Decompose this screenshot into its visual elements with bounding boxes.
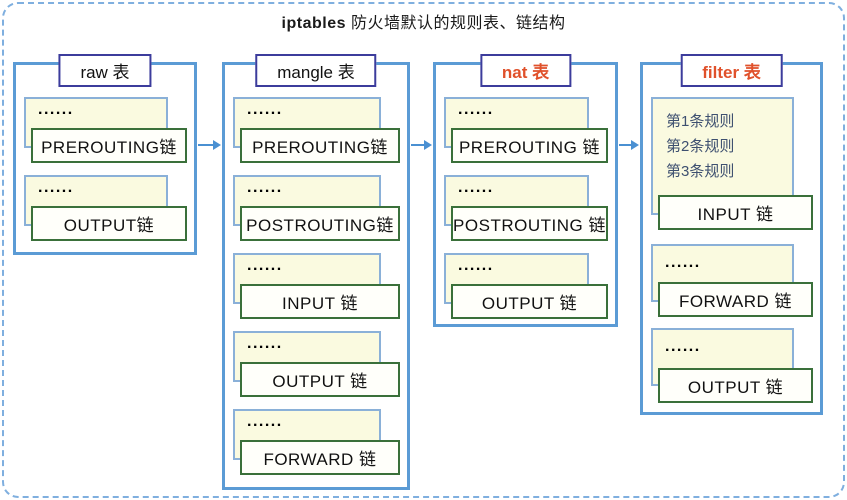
chain-label: OUTPUT 链: [687, 378, 784, 397]
table-column-nat: nat 表 ...... PREROUTING 链 ...... POSTROU…: [433, 54, 618, 327]
chain-label: OUTPUT 链: [272, 372, 368, 391]
rule-line: 第2条规则: [666, 138, 735, 155]
chain-label: POSTROUTING链: [246, 216, 394, 235]
chain-label: FORWARD 链: [678, 292, 793, 311]
mangle-forward-chain-box: FORWARD 链: [240, 440, 400, 475]
table-header-label: nat 表: [501, 63, 550, 82]
chain-label: OUTPUT链: [63, 216, 155, 235]
right-arrow-icon: [198, 140, 221, 150]
raw-prerouting-chain-box: PREROUTING链: [31, 128, 187, 163]
ellipsis-label: ......: [247, 179, 283, 196]
chain-stack-card: ......: [444, 253, 589, 304]
raw-output-chain-box: OUTPUT链: [31, 206, 187, 241]
chain-label: POSTROUTING 链: [453, 216, 606, 235]
mangle-postrouting-chain-box: POSTROUTING链: [240, 206, 400, 241]
rule-line: 第3条规则: [666, 163, 735, 180]
mangle-prerouting-chain-box: PREROUTING链: [240, 128, 400, 163]
title-brand: iptables: [281, 15, 346, 32]
nat-postrouting-chain-box: POSTROUTING 链: [451, 206, 608, 241]
title-text: 防火墙默认的规则表、链结构: [346, 15, 566, 32]
right-arrow-icon: [411, 140, 432, 150]
mangle-input-chain-box: INPUT 链: [240, 284, 400, 319]
rule-line: 第1条规则: [666, 113, 735, 130]
filter-forward-chain-box: FORWARD 链: [658, 282, 813, 317]
nat-prerouting-chain-box: PREROUTING 链: [451, 128, 608, 163]
ellipsis-label: ......: [247, 101, 283, 118]
table-header-nat: nat 表: [479, 54, 572, 87]
ellipsis-label: ......: [38, 101, 74, 118]
ellipsis-label: ......: [665, 254, 701, 271]
table-column-mangle: mangle 表 ...... PREROUTING链 ...... POSTR…: [222, 54, 410, 490]
ellipsis-label: ......: [38, 179, 74, 196]
table-column-filter: filter 表 第1条规则 第2条规则 第3条规则 ...... INPUT …: [640, 54, 823, 415]
chain-label: INPUT 链: [282, 294, 358, 313]
table-header-label: mangle 表: [277, 63, 355, 82]
table-column-raw: raw 表 ...... PREROUTING链 ...... OUTPUT链: [13, 54, 197, 255]
table-header-label: filter 表: [702, 63, 761, 82]
table-header-label: raw 表: [80, 63, 130, 82]
ellipsis-label: ......: [247, 335, 283, 352]
ellipsis-label: ......: [458, 101, 494, 118]
chain-label: OUTPUT 链: [481, 294, 578, 313]
nat-output-chain-box: OUTPUT 链: [451, 284, 608, 319]
chain-label: PREROUTING 链: [458, 138, 601, 157]
chain-label: PREROUTING链: [41, 138, 177, 157]
rule-list: 第1条规则 第2条规则 第3条规则: [666, 109, 734, 184]
right-arrow-icon: [619, 140, 639, 150]
table-header-filter: filter 表: [680, 54, 783, 87]
ellipsis-label: ......: [247, 257, 283, 274]
chain-label: INPUT 链: [697, 205, 774, 224]
ellipsis-label: ......: [665, 338, 701, 355]
diagram-title: iptables 防火墙默认的规则表、链结构: [0, 9, 847, 33]
table-header-raw: raw 表: [58, 54, 152, 87]
ellipsis-label: ......: [458, 179, 494, 196]
filter-output-chain-box: OUTPUT 链: [658, 368, 813, 403]
chain-label: FORWARD 链: [263, 450, 377, 469]
filter-input-chain-box: INPUT 链: [658, 195, 813, 230]
chain-label: PREROUTING链: [252, 138, 388, 157]
ellipsis-label: ......: [247, 413, 283, 430]
table-header-mangle: mangle 表: [255, 54, 377, 87]
ellipsis-label: ......: [458, 257, 494, 274]
mangle-output-chain-box: OUTPUT 链: [240, 362, 400, 397]
